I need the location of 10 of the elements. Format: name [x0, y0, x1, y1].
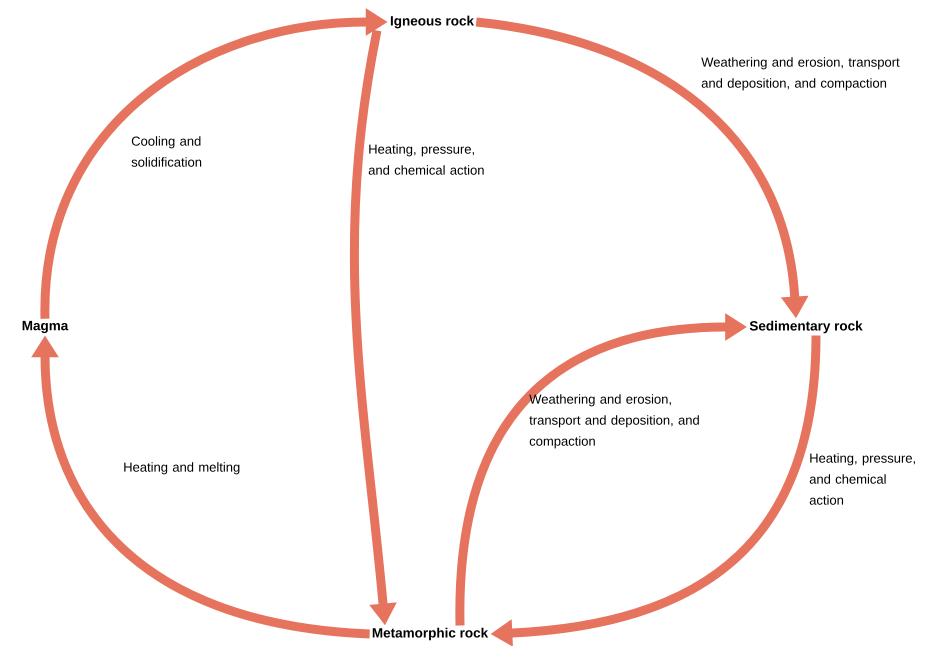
edge-label: Weathering and erosion, transport and deposition, and compaction	[529, 394, 699, 448]
rock-label: Metamorphic rock	[372, 628, 488, 640]
edge-label: Cooling and solidification	[132, 136, 202, 167]
edge-label: Heating and melting	[124, 462, 240, 474]
edge-label: Heating, pressure, and chemical action	[810, 453, 915, 505]
rock-label: Igneous rock	[390, 16, 474, 28]
edge-label: Weathering and erosion, transport and deposition, and compaction	[701, 57, 900, 90]
edge-label: Heating, pressure, and chemical action	[368, 144, 484, 175]
rock-label: Magma	[22, 320, 68, 334]
rock-label: Sedimentary rock	[750, 320, 863, 334]
